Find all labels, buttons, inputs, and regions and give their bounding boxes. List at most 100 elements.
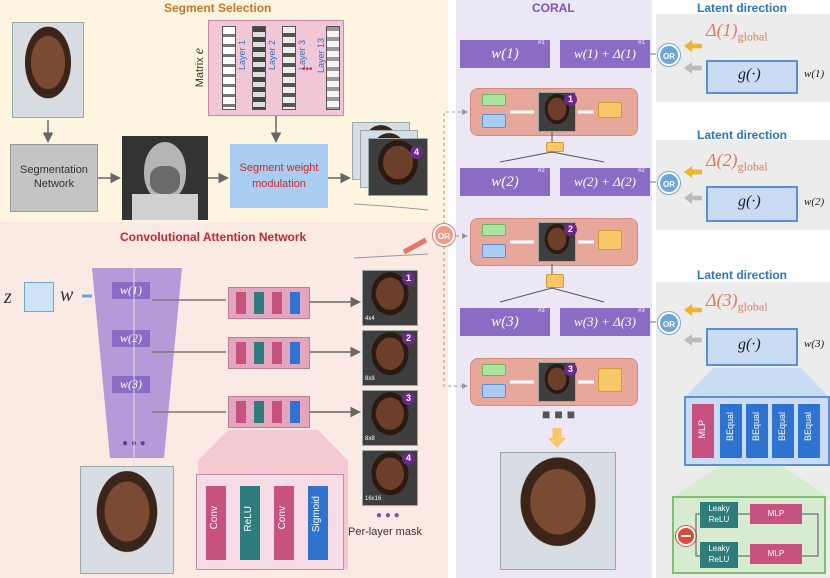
matrix-column-13: [326, 26, 340, 110]
matrix-column-3: [282, 26, 296, 110]
coral-link-cube-2: [546, 274, 564, 288]
can-title: Convolutional Attention Network: [120, 230, 307, 244]
coral-w1: w(1): [460, 40, 550, 68]
mask-badge-1: 1: [402, 272, 415, 285]
can-detail-conv-a: [206, 486, 226, 560]
latent-w-1: w(1): [804, 68, 825, 80]
mask-size-2: 8x8: [365, 376, 375, 382]
encoder-ellipsis: ● ● ●: [122, 438, 146, 449]
leaky-relu-label-1: Leaky ReLU: [708, 504, 730, 524]
leaky-relu-label-2: Leaky ReLU: [708, 544, 730, 564]
coral-tag-1b: #1: [638, 40, 645, 46]
mask-badge-2: 2: [402, 332, 415, 345]
coral-output-face: [500, 452, 616, 570]
coral-or-node-1: OR: [658, 44, 680, 66]
can-row-3-conv-a: [236, 401, 246, 423]
can-row-2-relu: [254, 342, 264, 364]
coral-blue-cube-3: [482, 384, 506, 398]
mapping-network-icon: [24, 282, 54, 312]
segmentation-network-box: [10, 144, 98, 212]
segment-weight-modulation-label: Segment weight modulation: [239, 162, 319, 190]
mlp-small-label-1: MLP: [767, 509, 785, 518]
bequal-block-2: [746, 404, 768, 458]
can-detail-sigmoid-label: Sigmoid: [311, 496, 322, 533]
matrix-label: Matrix e: [192, 48, 207, 88]
mask-size-1: 4x4: [365, 316, 375, 322]
coral-orange-cube-3: [598, 368, 622, 392]
segment-selection-title: Segment Selection: [164, 1, 272, 15]
coral-or-node-2: OR: [658, 172, 680, 194]
input-face-image: [12, 22, 84, 118]
encoder-w2: w(2): [112, 330, 150, 347]
bequal-block-4: [798, 404, 820, 458]
coral-w3-delta: w(3) + Δ(3): [560, 308, 650, 336]
latent-g-2: g(·): [738, 193, 761, 210]
per-layer-mask-ellipsis: ● ● ●: [376, 510, 400, 521]
stacked-mask-badge: 4: [410, 146, 423, 159]
coral-tag-2a: #2: [538, 168, 545, 174]
latent-delta-3: Δ(3)global: [706, 290, 768, 314]
can-detail-sigmoid: [308, 486, 328, 560]
segmentation-network-label: Segmentation Network: [20, 164, 88, 190]
coral-green-cube-1: [482, 94, 506, 106]
coral-output-arrow: [548, 428, 566, 448]
matrix-column-1: [222, 26, 236, 110]
coral-tag-2b: #2: [638, 168, 645, 174]
can-row-1-sigmoid: [290, 292, 300, 314]
latent-g-box-1: [706, 60, 798, 94]
latent-delta-1: Δ(1)global: [706, 20, 768, 44]
per-layer-mask-label: Per-layer mask: [348, 526, 422, 538]
can-detail-conv-b: [274, 486, 294, 560]
can-row-2-sigmoid: [290, 342, 300, 364]
central-or-node: OR: [433, 224, 455, 246]
encoder-w3: w(3): [112, 376, 150, 393]
bequal-label-4: BEqual: [803, 412, 813, 442]
matrix-column-2: [252, 26, 266, 110]
latent-g-1: g(·): [738, 66, 761, 83]
w-symbol: w: [60, 284, 74, 306]
coral-link-cube-1: [546, 142, 564, 152]
encoder-w1: w(1): [112, 282, 150, 299]
coral-orange-cube-1: [598, 102, 622, 118]
bequal-block-1: [720, 404, 742, 458]
bequal-label-1: BEqual: [725, 412, 735, 442]
mask-size-4: 16x16: [365, 496, 382, 502]
mlp-small-label-2: MLP: [767, 549, 785, 558]
mask-badge-4: 4: [402, 452, 415, 465]
coral-badge-1: 1: [564, 93, 577, 106]
subtract-node-bar: [681, 535, 691, 537]
mlp-detail-label: MLP: [697, 420, 707, 439]
coral-blue-cube-2: [482, 244, 506, 258]
latent-title-2: Latent direction: [697, 128, 788, 142]
can-row-3-relu: [254, 401, 264, 423]
coral-w2: w(2): [460, 168, 550, 196]
coral-tag-1a: #1: [538, 40, 545, 46]
segmentation-mask-image: [122, 136, 208, 220]
coral-w3: w(3): [460, 308, 550, 336]
coral-or-node-3: OR: [658, 312, 680, 334]
coral-tag-3b: #3: [638, 308, 645, 314]
can-detail-relu-label: ReLU: [243, 506, 254, 532]
latent-delta-2: Δ(2)global: [706, 150, 768, 174]
encoder-output-face: [80, 466, 174, 574]
coral-tag-3a: #3: [538, 308, 545, 314]
coral-blue-cube-1: [482, 114, 506, 128]
mask-size-3: 8x8: [365, 436, 375, 442]
z-symbol: z: [4, 286, 12, 308]
latent-g-3: g(·): [738, 336, 761, 353]
matrix-ellipsis: •••: [302, 64, 313, 75]
can-row-2-conv-a: [236, 342, 246, 364]
segment-weight-modulation-box: [230, 144, 328, 208]
latent-w-2: w(2): [804, 196, 825, 208]
mlp-detail-block: [692, 404, 714, 458]
can-detail-conv-b-label: Conv: [277, 506, 288, 530]
latent-g-box-2: [706, 186, 798, 222]
coral-orange-cube-2: [598, 230, 622, 250]
mask-image-4: [362, 450, 418, 506]
can-row-3-sigmoid: [290, 401, 300, 423]
can-detail-conv-a-label: Conv: [209, 506, 220, 530]
can-row-1-relu: [254, 292, 264, 314]
bequal-block-3: [772, 404, 794, 458]
layer-label-1: Layer 1: [237, 40, 247, 71]
latent-w-3: w(3): [804, 338, 825, 350]
